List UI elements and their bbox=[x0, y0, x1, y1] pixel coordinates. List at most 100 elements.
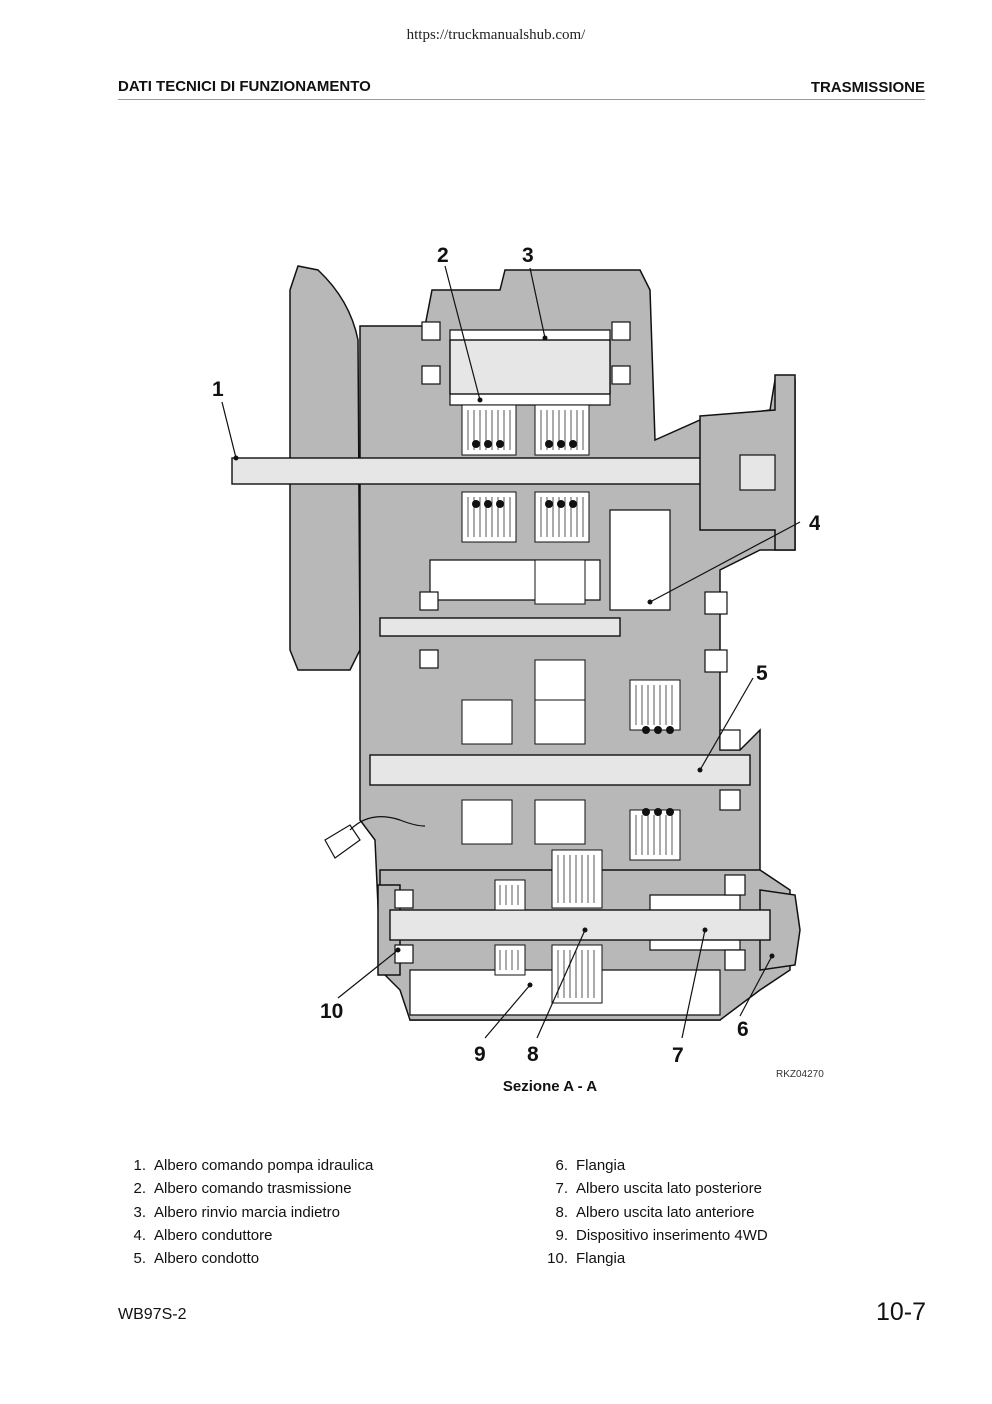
piston-ball bbox=[654, 726, 662, 734]
callout-10: 10 bbox=[320, 1000, 343, 1023]
legend-item: 8. Albero uscita lato anteriore bbox=[540, 1201, 768, 1224]
drive-flange-hub bbox=[739, 454, 776, 491]
bearing bbox=[421, 365, 441, 385]
clutch-pack bbox=[551, 944, 603, 1004]
piston-ball bbox=[569, 440, 577, 448]
legend-number: 3. bbox=[133, 1203, 146, 1221]
leader-dot bbox=[582, 927, 588, 933]
bearing bbox=[611, 321, 631, 341]
section-title: DATI TECNICI DI FUNZIONAMENTO bbox=[118, 78, 371, 95]
piston-ball bbox=[557, 500, 565, 508]
output-shaft bbox=[389, 909, 771, 941]
bearing bbox=[419, 591, 439, 611]
callout-leader-5 bbox=[699, 677, 754, 771]
clutch-pack bbox=[534, 559, 586, 605]
speed-sensor bbox=[324, 824, 361, 859]
piston-ball bbox=[545, 440, 553, 448]
piston-ball bbox=[666, 726, 674, 734]
bearing bbox=[611, 365, 631, 385]
callout-leader-10 bbox=[337, 949, 399, 999]
callout-6: 6 bbox=[737, 1018, 749, 1041]
leader-dot bbox=[647, 599, 653, 605]
clutch-pack bbox=[551, 849, 603, 909]
legend-label: Albero comando pompa idraulica bbox=[154, 1157, 374, 1174]
chapter-title: TRASMISSIONE bbox=[810, 79, 925, 96]
legend-item: 5. Albero condotto bbox=[118, 1247, 373, 1270]
piston-ball bbox=[642, 808, 650, 816]
bearing bbox=[704, 649, 728, 673]
source-url[interactable]: https://truckmanualshub.com/ bbox=[406, 27, 586, 43]
legend-label: Albero condotto bbox=[154, 1250, 260, 1268]
legend-item: 6. Flangia bbox=[540, 1154, 768, 1177]
bearing bbox=[719, 729, 741, 751]
pump-drive-shaft bbox=[231, 457, 713, 485]
callout-8: 8 bbox=[527, 1043, 539, 1066]
clutch-pack bbox=[461, 491, 517, 543]
callout-7: 7 bbox=[672, 1044, 684, 1067]
legend-label: Albero comando trasmissione bbox=[154, 1180, 352, 1198]
legend-label: Dispositivo inserimento 4WD bbox=[576, 1226, 768, 1244]
legend-number: 2. bbox=[133, 1180, 146, 1198]
legend-column-right: 6. Flangia 7.Albero uscita lato posterior… bbox=[540, 1154, 768, 1270]
clutch-pack bbox=[461, 699, 513, 745]
figure-caption: Sezione A - A bbox=[502, 1078, 598, 1095]
figure-reference: RKZ04270 bbox=[776, 1069, 824, 1080]
legend-item: 1.Albero comando pompa idraulica bbox=[118, 1154, 373, 1177]
callout-2: 2 bbox=[437, 244, 449, 267]
bearing bbox=[719, 789, 741, 811]
callout-5: 5 bbox=[756, 662, 768, 685]
callout-leader-3 bbox=[529, 267, 546, 339]
clutch-pack bbox=[629, 809, 681, 861]
legend-item: 2. Albero comando trasmissione bbox=[118, 1177, 373, 1200]
callout-leader-9 bbox=[484, 984, 531, 1039]
callout-9: 9 bbox=[474, 1043, 486, 1066]
piston-ball bbox=[472, 440, 480, 448]
legend-item: 4.Albero conduttore bbox=[118, 1224, 373, 1247]
legend-number: 5. bbox=[133, 1250, 146, 1268]
legend-column-left: 1.Albero comando pompa idraulica 2. Alber… bbox=[118, 1154, 373, 1270]
callout-leader-6 bbox=[739, 955, 773, 1017]
callout-leader-2 bbox=[444, 265, 481, 401]
4wd-gear bbox=[494, 944, 526, 976]
sensor-cable bbox=[349, 816, 426, 831]
piston-ball bbox=[496, 500, 504, 508]
bearing bbox=[704, 591, 728, 615]
legend-number: 7. bbox=[555, 1180, 568, 1198]
model-code: WB97S-2 bbox=[118, 1306, 187, 1323]
bearing bbox=[421, 321, 441, 341]
legend-item: 7.Albero uscita lato posteriore bbox=[540, 1177, 768, 1200]
legend-label: Albero uscita lato anteriore bbox=[576, 1203, 755, 1221]
drive-shaft bbox=[379, 617, 621, 637]
leader-dot bbox=[233, 455, 239, 461]
legend-label: Flangia bbox=[576, 1157, 626, 1174]
legend-item: 10. Flangia bbox=[540, 1247, 768, 1270]
callout-1: 1 bbox=[212, 378, 224, 401]
transmission-cross-section-drawing: 1 2 3 4 5 6 7 8 9 10 bbox=[200, 230, 820, 1070]
callout-4: 4 bbox=[809, 512, 820, 535]
callout-leader-1 bbox=[221, 401, 237, 459]
legend-number: 9. bbox=[555, 1226, 568, 1244]
legend-item: 3. Albero rinvio marcia indietro bbox=[118, 1201, 373, 1224]
leader-dot bbox=[542, 335, 548, 341]
legend-number: 8. bbox=[555, 1203, 568, 1221]
legend-label: Flangia bbox=[576, 1250, 626, 1268]
clutch-pack bbox=[534, 699, 586, 745]
page-number: 10-7 bbox=[875, 1298, 926, 1326]
legend-number: 10. bbox=[547, 1250, 568, 1268]
transmission-section-svg: 1 2 3 4 5 6 7 8 9 10 bbox=[212, 244, 820, 1067]
piston-ball bbox=[545, 500, 553, 508]
piston-ball bbox=[654, 808, 662, 816]
callout-leader-8 bbox=[536, 929, 586, 1039]
legend-label: Albero rinvio marcia indietro bbox=[154, 1203, 340, 1221]
driven-cavity bbox=[609, 509, 671, 611]
leader-dot bbox=[527, 982, 533, 988]
piston-ball bbox=[472, 500, 480, 508]
legend-label: Albero conduttore bbox=[154, 1226, 273, 1244]
legend-number: 6. bbox=[555, 1157, 568, 1174]
legend-item: 9. Dispositivo inserimento 4WD bbox=[540, 1224, 768, 1247]
leader-dot bbox=[395, 947, 401, 953]
callout-leader-7 bbox=[681, 929, 706, 1039]
bearing bbox=[724, 874, 746, 896]
bearing bbox=[724, 949, 746, 971]
piston-ball bbox=[642, 726, 650, 734]
